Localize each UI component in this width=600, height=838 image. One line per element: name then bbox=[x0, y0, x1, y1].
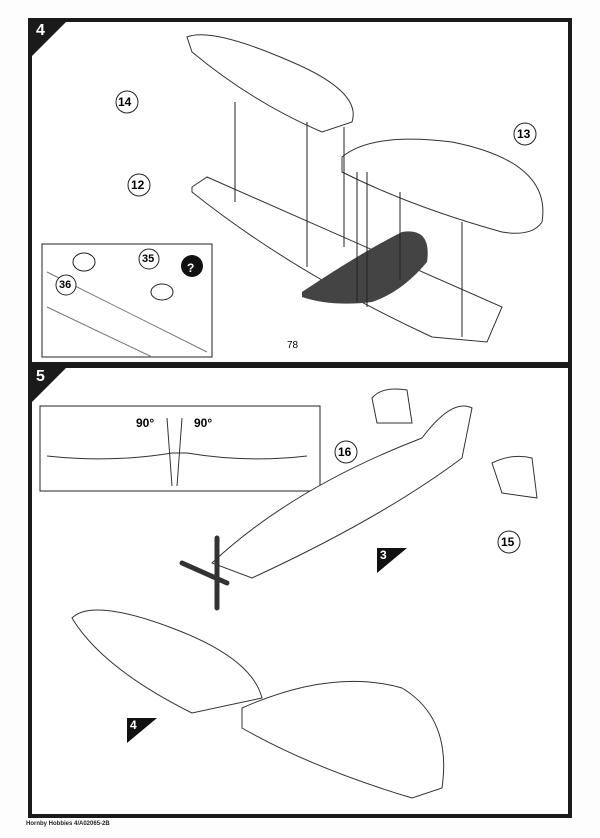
propeller bbox=[179, 535, 230, 611]
fuselage bbox=[211, 405, 473, 579]
callout-13: 13 bbox=[517, 127, 531, 141]
question-icon bbox=[181, 255, 203, 277]
callout-15: 15 bbox=[501, 535, 515, 549]
callout-12: 12 bbox=[131, 178, 145, 192]
callout-14: 14 bbox=[118, 95, 132, 109]
step-4-panel: 4 ? 14 13 12 78 36 35 bbox=[28, 18, 572, 366]
step-ref-4: 4 bbox=[130, 718, 137, 732]
label-78: 78 bbox=[287, 340, 299, 351]
callout-16: 16 bbox=[338, 445, 352, 459]
callout-35: 35 bbox=[142, 253, 155, 265]
right-wing bbox=[241, 680, 445, 799]
step-5-panel: 5 90° 90° 16 15 3 4 bbox=[28, 366, 572, 818]
footer-code: Hornby Hobbies 4/A02065-2B bbox=[26, 821, 110, 827]
step-5-badge: 5 bbox=[32, 368, 66, 402]
angle-left: 90° bbox=[136, 416, 155, 430]
part-15 bbox=[491, 455, 538, 499]
step-4-badge: 4 bbox=[32, 22, 66, 56]
left-wing bbox=[71, 609, 263, 714]
step-number: 4 bbox=[36, 22, 45, 39]
callout-36: 36 bbox=[59, 279, 72, 291]
step-ref-3: 3 bbox=[380, 548, 387, 562]
step-4-diagram: ? bbox=[41, 34, 544, 358]
wing-part-14 bbox=[186, 34, 354, 133]
part-16 bbox=[371, 388, 413, 424]
step-5-diagram bbox=[39, 388, 538, 799]
part-78 bbox=[302, 231, 428, 304]
angle-right: 90° bbox=[194, 416, 213, 430]
svg-text:?: ? bbox=[187, 261, 194, 275]
wing-part-13 bbox=[341, 138, 544, 234]
step-number: 5 bbox=[36, 368, 45, 385]
